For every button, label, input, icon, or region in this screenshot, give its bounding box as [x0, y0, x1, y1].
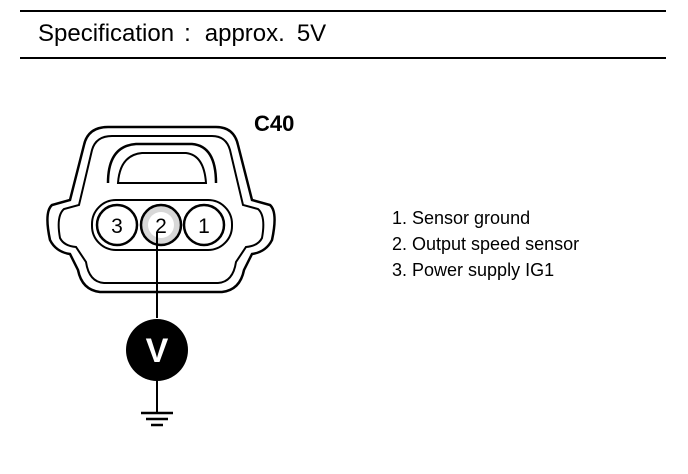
legend-item-1: 1. Sensor ground: [392, 208, 531, 228]
locking-tab: [106, 142, 218, 184]
connector-housing-inner: [57, 135, 265, 284]
connector-housing-outer: [46, 125, 276, 294]
legend-item-3: 3. Power supply IG1: [392, 260, 555, 280]
pin-2-inner: [148, 212, 174, 238]
specification-line: Specification: approx. 5V: [38, 19, 326, 49]
pin-2-number: 2: [155, 215, 167, 238]
connector-id: C40: [254, 111, 295, 136]
pin-1-number: 1: [198, 215, 210, 238]
spec-separator: :: [184, 20, 191, 47]
locking-tab-inner: [116, 152, 208, 184]
terminal-block: [91, 199, 233, 251]
legend-item-2: 2. Output speed sensor: [392, 234, 580, 254]
voltmeter-icon: [126, 319, 188, 381]
spec-value: 5V: [296, 20, 327, 47]
spec-label: Specification: [38, 20, 175, 47]
ground-icon: [141, 411, 173, 427]
pin-3-circle: [95, 203, 139, 247]
pin-3-number: 3: [111, 215, 123, 238]
pin-legend: 1. Sensor ground 2. Output speed sensor …: [392, 205, 579, 283]
top-rule: [20, 10, 666, 12]
spec-qualifier: approx.: [204, 20, 285, 47]
bottom-rule: [20, 57, 666, 59]
pin-1-circle: [182, 203, 226, 247]
voltmeter-symbol: V: [146, 332, 169, 370]
